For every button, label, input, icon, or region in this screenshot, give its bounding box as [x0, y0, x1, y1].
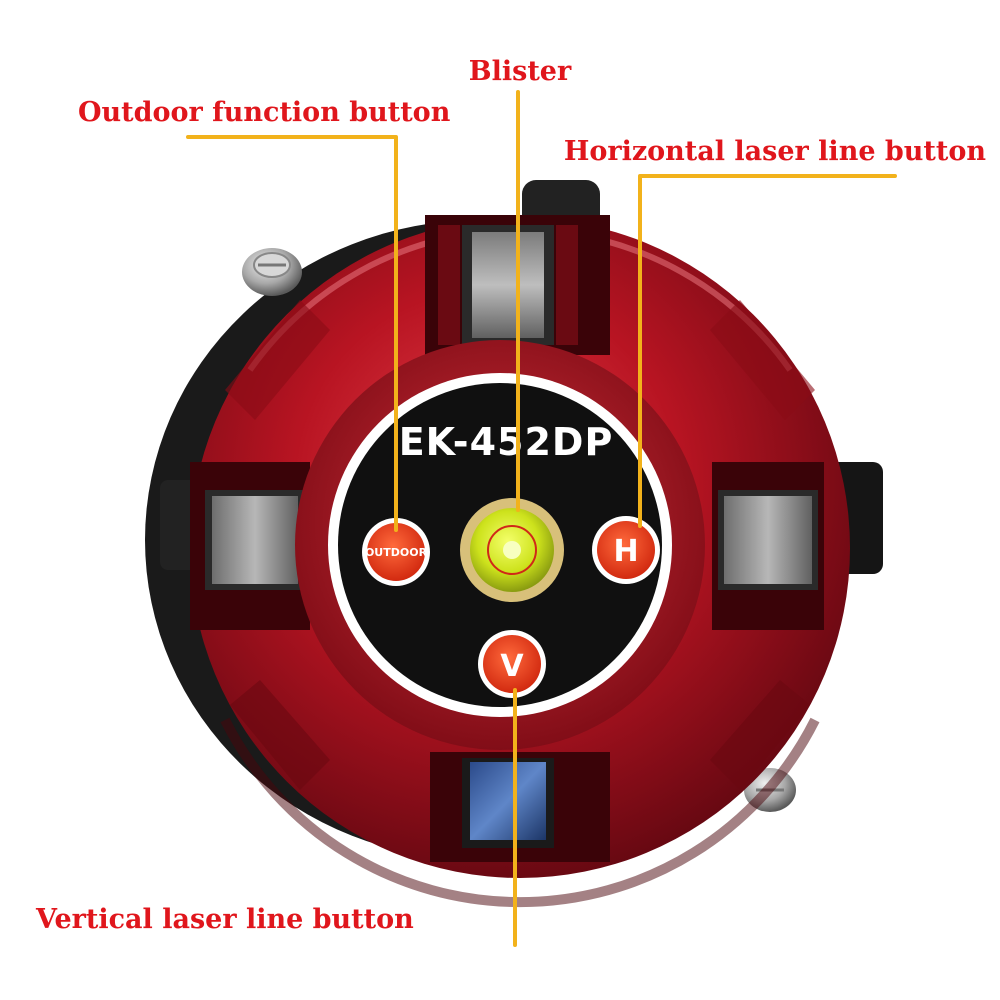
- horizontal-button[interactable]: H: [592, 516, 660, 584]
- laser-window-bottom: [430, 752, 610, 862]
- laser-window-left: [190, 462, 310, 630]
- outdoor-button-label: OUTDOOR: [365, 546, 428, 559]
- label-horizontal: Horizontal laser line button: [564, 136, 987, 167]
- vertical-button-label: V: [500, 649, 524, 684]
- leader-line-outdoor: [186, 135, 398, 532]
- outdoor-button[interactable]: OUTDOOR: [362, 518, 430, 586]
- blister-vial: [460, 498, 564, 602]
- model-name: EK-452DP: [399, 420, 614, 464]
- vertical-button[interactable]: V: [478, 630, 546, 698]
- leader-line-horizontal: [638, 174, 897, 528]
- laser-window-right: [712, 462, 824, 630]
- screw-top-left: [242, 248, 302, 296]
- label-vertical: Vertical laser line button: [35, 904, 414, 935]
- label-outdoor: Outdoor function button: [78, 97, 451, 128]
- leader-lines: [186, 90, 897, 947]
- horizontal-button-label: H: [613, 534, 638, 569]
- label-blister: Blister: [469, 56, 572, 87]
